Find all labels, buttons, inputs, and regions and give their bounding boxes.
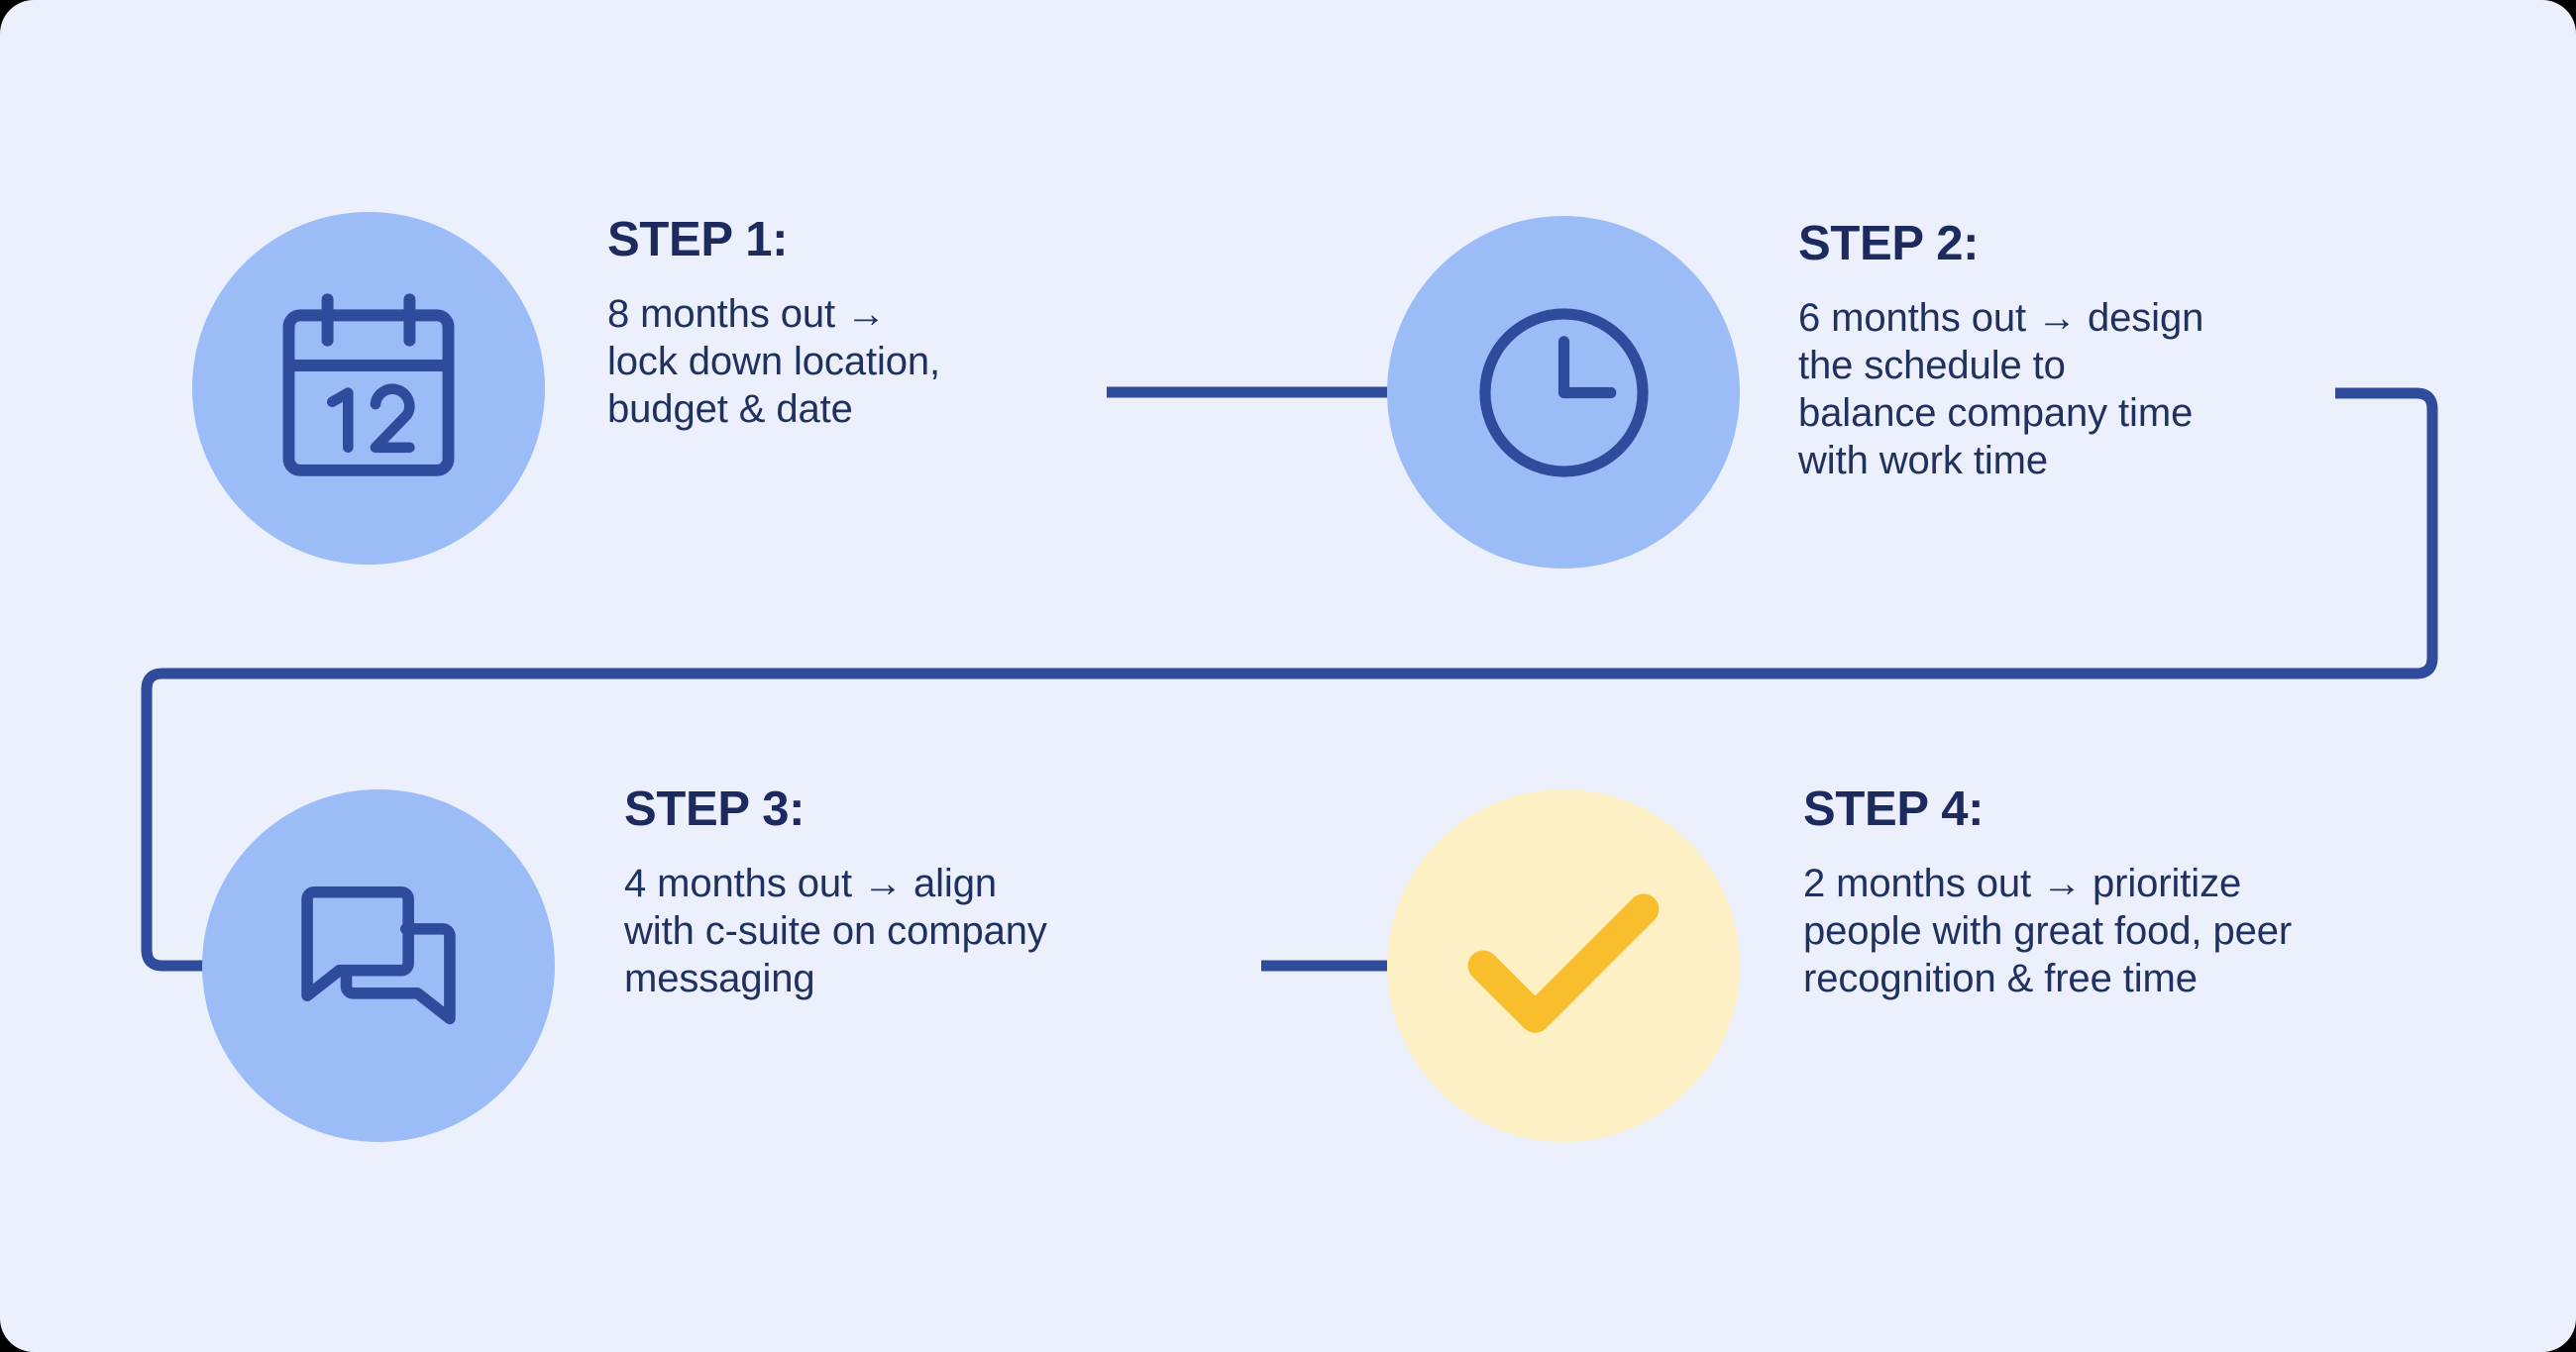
step-1-title: STEP 1:	[607, 213, 789, 266]
step-2-body: 6 months out → design the schedule to ba…	[1798, 294, 2333, 484]
step-3-body: 4 months out → align with c-suite on com…	[624, 860, 1179, 1002]
step-4-body-line: recognition & free time	[1803, 957, 2198, 1000]
step-2-text-block: STEP 2: 6 months out → design the schedu…	[1798, 220, 2333, 484]
step-3-icon-badge	[202, 789, 555, 1142]
step-3-body-line: messaging	[624, 957, 815, 1000]
clock-icon	[1478, 307, 1649, 477]
step-3-body-line: 4 months out → align	[624, 862, 997, 905]
step-4-icon-badge	[1387, 789, 1740, 1142]
step-2-body-line: with work time	[1798, 439, 2048, 482]
step-1-icon-badge	[192, 212, 545, 565]
step-4-body-line: 2 months out → prioritize	[1803, 862, 2242, 905]
step-4-body-line: people with great food, peer	[1803, 909, 2293, 953]
chat-bubbles-icon	[301, 885, 456, 1025]
step-2-body-line: 6 months out → design	[1798, 296, 2204, 340]
step-2-body-line: balance company time	[1798, 391, 2194, 435]
step-1-body: 8 months out → lock down location, budge…	[607, 290, 1073, 433]
step-2-icon-badge	[1387, 216, 1740, 569]
step-2-title: STEP 2:	[1798, 217, 1980, 270]
step-3-body-line: with c-suite on company	[624, 909, 1047, 953]
step-3-text-block: STEP 3: 4 months out → align with c-suit…	[624, 785, 1179, 1002]
calendar-icon	[282, 293, 455, 476]
step-4-text-block: STEP 4: 2 months out → prioritize people…	[1803, 785, 2417, 1002]
step-4-body: 2 months out → prioritize people with gr…	[1803, 860, 2417, 1002]
step-4-title: STEP 4:	[1803, 782, 1985, 836]
step-1-body-line: 8 months out →	[607, 292, 886, 336]
step-2-body-line: the schedule to	[1798, 344, 2066, 387]
step-3-title: STEP 3:	[624, 782, 805, 836]
step-1-body-line: lock down location,	[607, 340, 941, 383]
checkmark-icon	[1467, 893, 1660, 1033]
step-1-body-line: budget & date	[607, 387, 853, 431]
step-1-text-block: STEP 1: 8 months out → lock down locatio…	[607, 216, 1073, 433]
